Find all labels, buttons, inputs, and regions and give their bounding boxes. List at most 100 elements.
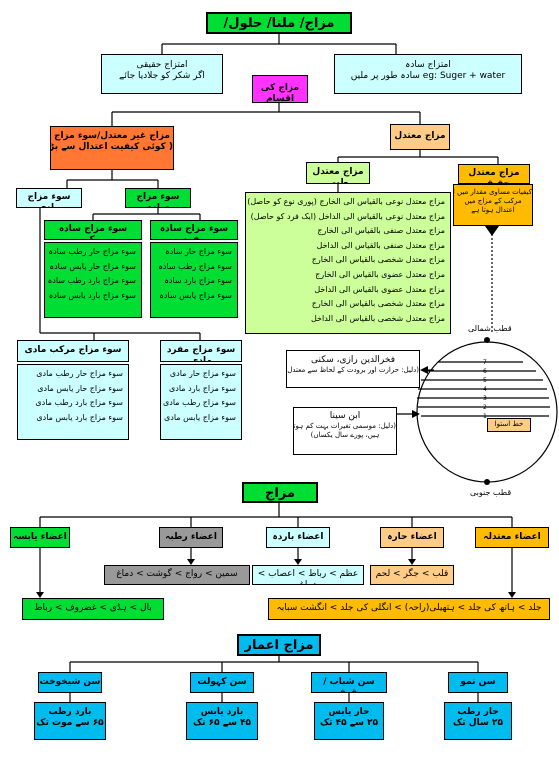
tibbi-item: مزاج معتدل شخصی بالقیاس الی الخارج	[311, 255, 445, 265]
sada-murakkab-item: سوء مزاج حار یابس سادہ	[49, 261, 136, 271]
sada-murakkab-item: سوء مزاج بارد رطب سادہ	[47, 276, 136, 286]
ghair-line2: ( کوئی کیفیت اعتدال سے بڑھ جائے )	[51, 142, 173, 153]
amaar-shaikhukhat-line1: بارد رطب	[48, 707, 92, 717]
aaza-harra-value-text: قلب > جگر > لحم	[375, 569, 449, 579]
sada-mufrad-item: سوء مزاج رطب سادہ	[158, 261, 232, 271]
haqiqi-motadil-title-box: مزاج معتدل حقیقی	[458, 164, 530, 184]
equator-text: خط استوا	[494, 420, 524, 428]
aaza-ratba-name: اعضاء رطبہ	[165, 532, 217, 542]
aaza-yabisa-box: اعضاء یابسہ	[10, 527, 70, 548]
haqiqi-motadil-title: مزاج معتدل حقیقی	[468, 168, 520, 183]
maadi-mufrad-item: سوء مزاج حار مادی	[169, 369, 236, 378]
aaza-motadila-name: اعضاء معتدلہ	[483, 532, 541, 542]
maadi-mufrad-title: سوء مزاج مفرد مادی	[160, 340, 242, 362]
haqiqi-imtizaj-box: امتزاج حقیقی اگر شکر کو جلادیا جائے	[101, 54, 223, 94]
razi-desc: (دلیل: حرارت اور برودت کے لحاظ سے معتدل)	[286, 366, 419, 375]
amaar-shabab-line2: ۲۵ سے ۴۵ تک	[319, 718, 379, 729]
amaar-namu-line1: حار رطب	[457, 707, 499, 717]
maadi-murakkab-list: سوء مزاج حار رطب مادی سوء مزاج حار یابس …	[17, 364, 129, 440]
tibbi-item: مزاج معتدل نوعی بالقیاس الی الداخل (ایک …	[250, 211, 445, 221]
aaza-title-box: مزاج اعضاء	[242, 482, 318, 503]
north-pole-dot	[484, 337, 490, 343]
circle-number: 5	[483, 377, 487, 384]
aaza-yabisa-value-text: بال > ہڈی > غضروف > رباط	[34, 603, 152, 613]
tibbi-item: مزاج معتدل شخصی بالقیاس الی الخارج	[311, 299, 445, 309]
razi-box: فخرالدین رازی، سکنی (دلیل: حرارت اور برو…	[286, 350, 420, 388]
aaza-ratba-value-text: سمین > رواج > گوشت > دماغ	[116, 569, 238, 579]
maadi-murakkab-item: سوء مزاج حار یابس مادی	[37, 383, 123, 393]
ghair-line1: مزاج غیر معتدل/سوء مزاج	[53, 131, 171, 141]
sue-sada-box: سوء مزاج سادہ	[125, 188, 191, 208]
circle-number: 4	[483, 386, 487, 393]
aaza-title: مزاج اعضاء	[265, 486, 295, 501]
tibbi-item: مزاج معتدل صنفی بالقیاس الی الداخل	[316, 240, 445, 250]
title-box: مزاج/ ملنا/ حلول/ دخول	[206, 12, 352, 34]
haqiqi-motadil-desc-box: کیفیات مساوی مقدار میں اور مرکب کے مزاج …	[453, 184, 533, 226]
sada-murakkab-list: سوء مزاج حار رطب سادہ سوء مزاج حار یابس …	[44, 242, 142, 318]
aaza-harra-value: قلب > جگر > لحم	[370, 565, 454, 585]
sada-murakkab-title-text: سوء مزاج سادہ مرکب	[58, 224, 128, 239]
equator-label: خط استوا	[487, 418, 531, 432]
south-pole-dot	[484, 479, 490, 485]
aaza-barida-value: عظم > رباط > اعصاب > دماغ	[252, 565, 364, 585]
aaza-motadila-value: جلد > ہاتھ کی جلد > ہتھیلی(راحہ) > انگلی…	[268, 598, 550, 620]
aaza-barida-name: اعضاء باردہ	[272, 532, 324, 542]
circle-number: 2	[483, 404, 487, 411]
sada-murakkab-item: سوء مزاج حار رطب سادہ	[48, 247, 136, 256]
maadi-mufrad-item: سوء مزاج رطب مادی	[163, 398, 236, 408]
razi-title: فخرالدین رازی، سکنی	[311, 355, 395, 365]
sina-title: ابن سینا	[329, 411, 361, 421]
amaar-shaikhukhat-line2: ۶۵ سے موت تک	[36, 718, 104, 729]
amaar-kuhulat-line2: ۴۵ سے ۶۵ تک	[192, 718, 252, 729]
amaar-namu-line2: ۲۵ سال تک	[453, 718, 503, 729]
south-pole-label: قطب جنوبی	[470, 488, 512, 497]
haqiqi-desc: اگر شکر کو جلادیا جائے	[119, 71, 205, 82]
amaar-kuhulat-box: سن کہولت	[190, 672, 254, 693]
motadil-box: مزاج معتدل	[390, 124, 450, 150]
circle-number: 7	[483, 359, 487, 366]
maadi-murakkab-title-text: سوء مزاج مرکب مادی	[24, 345, 122, 355]
amaar-shabab-box: سن شباب / وقوف	[311, 672, 387, 693]
aaza-yabisa-name: اعضاء یابسہ	[13, 532, 67, 542]
tibbi-item: مزاج معتدل نوعی بالقیاس الی الخارج (پوری…	[247, 197, 445, 206]
amaar-namu-box: سن نمو	[448, 672, 508, 693]
tibbi-title: مزاج معتدل طبی	[312, 167, 364, 184]
aaza-motadila-value-text: جلد > ہاتھ کی جلد > ہتھیلی(راحہ) > انگلی…	[276, 603, 542, 613]
circle-number: 6	[483, 368, 487, 375]
amaar-namu-value: حار رطب ۲۵ سال تک	[444, 702, 512, 740]
amaar-shaikhukhat-box: سن شیخوخت	[38, 672, 102, 693]
sue-maadi-box: سوء مزاج مادی	[16, 188, 82, 208]
sada-imtizaj-box: امتزاج سادہ eg: Suger + water سادہ طور پ…	[334, 54, 522, 94]
aaza-harra-name: اعضاء حارہ	[387, 532, 437, 542]
sina-desc: (دلیل: موسمی تغیرات بہت کم ہوتے	[293, 422, 396, 431]
amaar-shabab-value: حار یابس ۲۵ سے ۴۵ تک	[314, 702, 384, 740]
tibbi-item: مزاج معتدل عضوی بالقیاس الی الداخل	[314, 284, 445, 294]
maadi-murakkab-item: سوء مزاج بارد یابس مادی	[36, 412, 123, 422]
mizaj-aqsam-box: مزاج کی اقسام	[252, 75, 308, 103]
sina-desc: ہیں، پورے سال یکساں)	[310, 431, 380, 439]
amaar-kuhulat-name: سن کہولت	[197, 677, 247, 687]
amaar-title: مزاج اعمار	[244, 638, 314, 653]
circle-number: 1	[483, 413, 487, 420]
tibbi-item: مزاج معتدل شخصی بالقیاس الی الداخل	[310, 313, 445, 323]
tibbi-item: مزاج معتدل صنفی بالقیاس الی الخارج	[317, 226, 445, 236]
tibbi-title-box: مزاج معتدل طبی	[306, 162, 370, 184]
aaza-barida-value-text: عظم > رباط > اعصاب > دماغ	[257, 569, 359, 584]
haqiqi-motadil-desc: اعتدال ہوتا ہے	[471, 205, 515, 214]
sada-mufrad-list: سوء مزاج حار سادہ سوء مزاج رطب سادہ سوء …	[150, 242, 238, 318]
amaar-title-box: مزاج اعمار	[237, 634, 321, 656]
aaza-yabisa-value: بال > ہڈی > غضروف > رباط	[22, 598, 164, 620]
sue-sada-text: سوء مزاج سادہ	[136, 192, 180, 207]
amaar-shaikhukhat-value: بارد رطب ۶۵ سے موت تک	[34, 702, 106, 740]
sada-murakkab-title: سوء مزاج سادہ مرکب	[44, 220, 142, 240]
north-pole-label: قطب شمالی	[468, 324, 512, 333]
aaza-motadila-box: اعضاء معتدلہ	[475, 527, 549, 548]
sada-mufrad-title: سوء مزاج سادہ مفرد	[150, 220, 238, 240]
title-text: مزاج/ ملنا/ حلول/ دخول	[223, 16, 335, 31]
sada-mufrad-item: سوء مزاج حار سادہ	[165, 247, 232, 256]
aaza-ratba-value: سمین > رواج > گوشت > دماغ	[104, 565, 250, 585]
motadil-text: مزاج معتدل	[394, 131, 446, 141]
amaar-namu-name: سن نمو	[460, 677, 496, 687]
